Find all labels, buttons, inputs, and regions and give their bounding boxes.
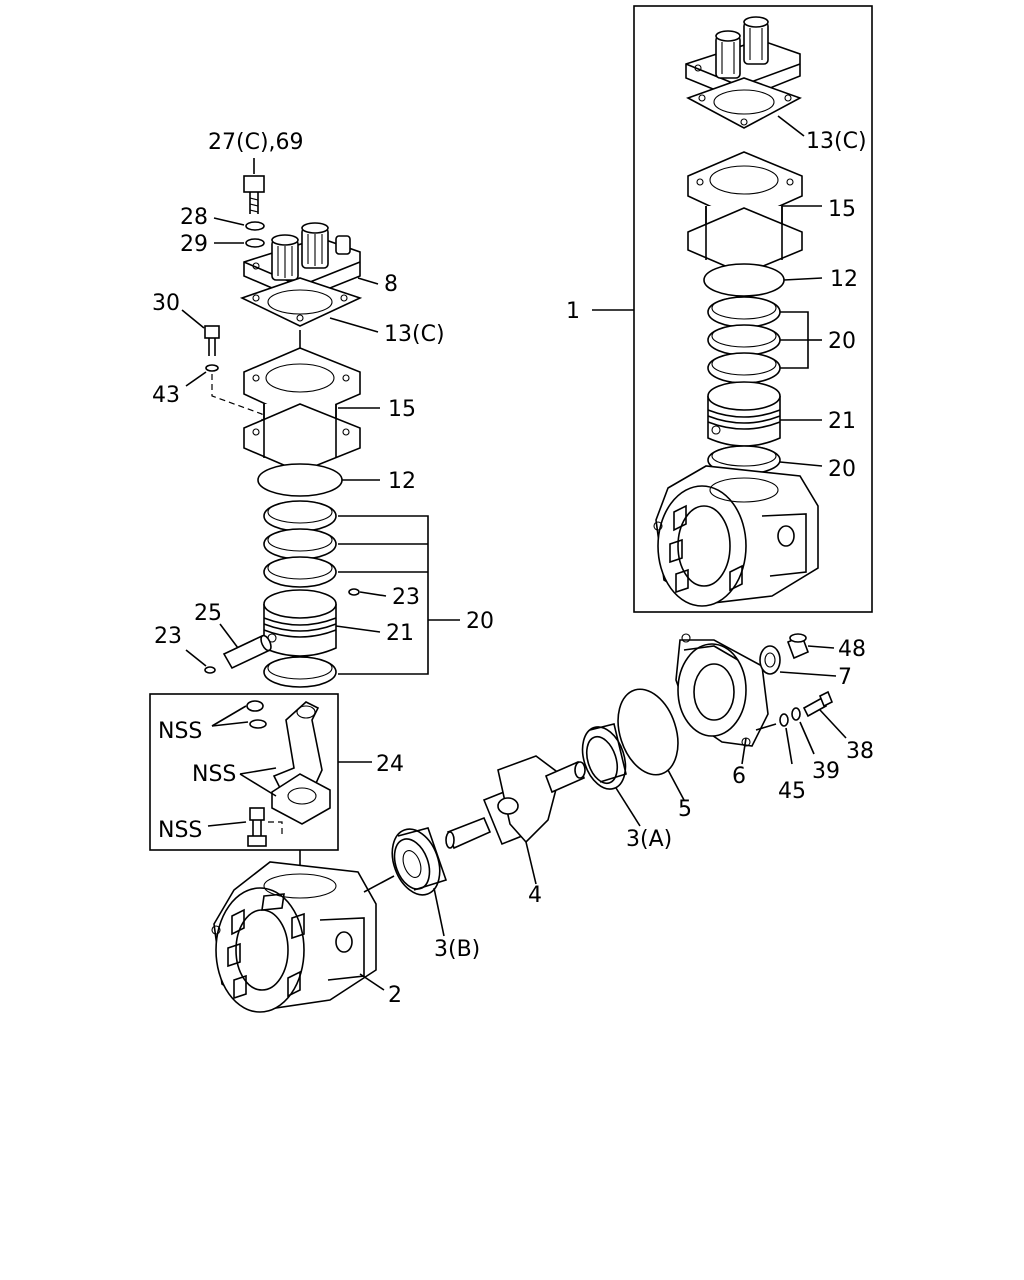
snap-ring-23-upper-icon — [348, 588, 360, 596]
cylinder-15-left-icon — [243, 347, 361, 473]
callout-24: 24 — [376, 752, 404, 777]
callout-39: 39 — [812, 759, 840, 784]
washer-39-icon — [791, 707, 801, 721]
callout-12-left: 12 — [388, 469, 416, 494]
callout-21-left: 21 — [386, 621, 414, 646]
callout-20-right-b: 20 — [828, 457, 856, 482]
connecting-rod-box — [149, 693, 339, 851]
callout-nss-3: NSS — [158, 818, 202, 843]
callout-43: 43 — [152, 383, 180, 408]
callout-2: 2 — [388, 983, 402, 1008]
callout-27: 27(C),69 — [208, 130, 304, 155]
piston-21-left-icon — [263, 589, 337, 657]
callout-nss-1: NSS — [158, 719, 202, 744]
callout-3b: 3(B) — [434, 937, 480, 962]
cylinder-15-right-icon — [687, 151, 803, 275]
o-ring-5-icon — [617, 688, 679, 776]
callout-48: 48 — [838, 637, 866, 662]
connecting-rod-24-icon — [246, 700, 331, 847]
piston-21-right-icon — [707, 381, 781, 447]
washer-7-icon — [759, 645, 781, 675]
compressor-assembly-box — [633, 5, 873, 613]
callout-13-right: 13(C) — [806, 129, 867, 154]
callout-21-right: 21 — [828, 409, 856, 434]
callout-20-left: 20 — [466, 609, 494, 634]
washer-45-icon — [779, 713, 789, 727]
cylinder-head-8-icon — [243, 222, 361, 301]
callout-13-left: 13(C) — [384, 322, 445, 347]
callout-23-upper: 23 — [392, 585, 420, 610]
piston-pin-25-icon — [222, 634, 272, 670]
cap-48-icon — [786, 633, 810, 660]
washer-28-icon — [245, 221, 265, 231]
crankshaft-4-icon — [445, 755, 586, 850]
bearing-3a-icon — [581, 723, 627, 790]
bolt-27-icon — [243, 175, 265, 214]
gasket-13-right-icon — [686, 77, 802, 129]
callout-38: 38 — [846, 739, 874, 764]
callout-12-right: 12 — [830, 267, 858, 292]
callout-1: 1 — [566, 299, 580, 324]
callout-20-right-a: 20 — [828, 329, 856, 354]
callout-4: 4 — [528, 883, 542, 908]
gasket-13-left-icon — [239, 277, 363, 327]
ring-12-right-icon — [703, 263, 785, 297]
callout-28: 28 — [180, 205, 208, 230]
piston-rings-20-left-icon — [263, 500, 337, 588]
callout-5: 5 — [678, 797, 692, 822]
snap-ring-23-lower-icon — [204, 666, 216, 674]
callout-nss-2: NSS — [192, 762, 236, 787]
washer-43-icon — [205, 364, 219, 372]
callout-3a: 3(A) — [626, 827, 672, 852]
callout-8: 8 — [384, 272, 398, 297]
callout-25: 25 — [194, 601, 222, 626]
callout-7: 7 — [838, 665, 852, 690]
crankcase-2-icon — [211, 861, 377, 1013]
callout-29: 29 — [180, 232, 208, 257]
callout-23-lower: 23 — [154, 624, 182, 649]
washer-29-icon — [245, 238, 265, 248]
callout-45: 45 — [778, 779, 806, 804]
bolt-38-icon — [802, 690, 834, 718]
bearing-3b-icon — [391, 827, 448, 896]
ring-12-left-icon — [257, 463, 343, 497]
end-cover-6-icon — [675, 633, 769, 747]
bolt-30-icon — [204, 325, 220, 356]
piston-rings-20-right-icon — [707, 296, 781, 384]
callout-6: 6 — [732, 764, 746, 789]
cylinder-head-right-icon — [685, 16, 801, 101]
crankcase-right-icon — [653, 465, 819, 607]
callout-15-right: 15 — [828, 197, 856, 222]
callout-15-left: 15 — [388, 397, 416, 422]
callout-30: 30 — [152, 291, 180, 316]
